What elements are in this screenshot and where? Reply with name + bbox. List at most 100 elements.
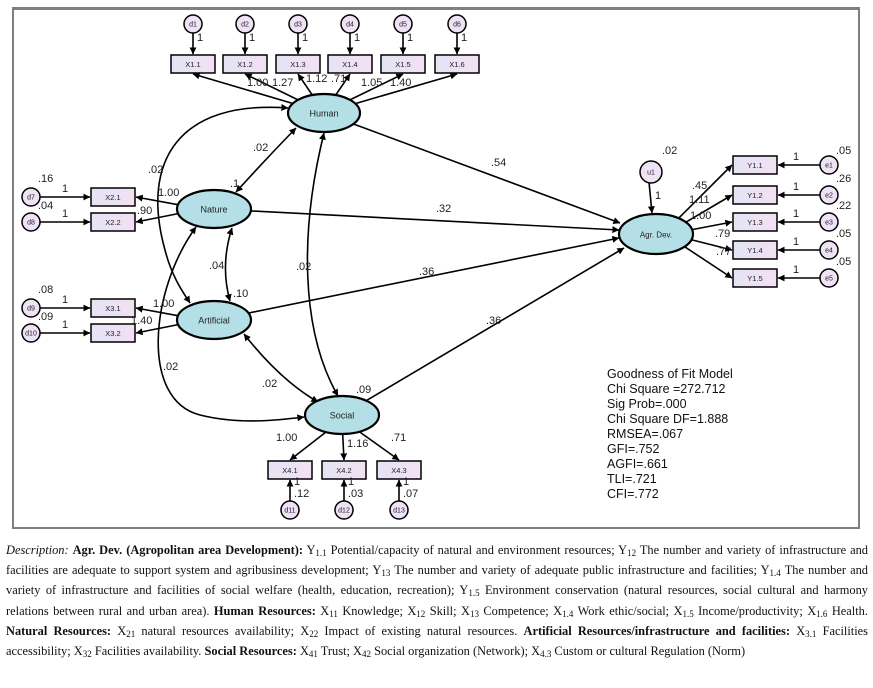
error-e3 — [819, 212, 839, 232]
loading-label-social-2: 1.16 — [347, 438, 368, 450]
variance-u1: .02 — [662, 145, 677, 157]
loading-path-agr-2 — [685, 194, 733, 223]
edges-layer — [40, 33, 820, 501]
latent-nature — [175, 188, 253, 230]
error-path-u1 — [647, 181, 655, 214]
indicator-X4-2 — [321, 460, 367, 480]
error-weight-d5: 1 — [407, 32, 413, 44]
description-lead: Description: — [6, 543, 69, 557]
error-d3-label: d3 — [294, 22, 302, 29]
indicator-Y1-4 — [732, 240, 778, 260]
indicator-Y1-3-label: Y1.3 — [747, 218, 762, 227]
latent-human — [286, 92, 362, 134]
error-d4 — [340, 14, 360, 34]
error-weight-e2: 1 — [793, 181, 799, 193]
loading-path-agr-5 — [684, 246, 733, 279]
error-d10 — [21, 323, 41, 343]
variance-d11: .12 — [294, 488, 309, 500]
loading-path-artificial-1 — [135, 305, 179, 317]
fit-rmsea: RMSEA=.067 — [607, 427, 684, 441]
indicator-X1-3-label: X1.3 — [290, 60, 305, 69]
error-d11-label: d11 — [284, 508, 295, 515]
indicator-X1-1-label: X1.1 — [185, 60, 200, 69]
natural-resources-heading: Natural Resources: — [6, 623, 112, 638]
loading-path-nature-1 — [135, 194, 179, 206]
human-resources-heading: Human Resources: — [213, 603, 316, 618]
latent-artificial — [175, 299, 253, 341]
desc-x16: Health. — [827, 603, 868, 618]
error-d5-label: d5 — [399, 22, 407, 29]
loading-path-agr-1 — [678, 164, 733, 219]
variance-e2: .26 — [836, 173, 851, 185]
loading-path-social-2 — [340, 433, 348, 461]
error-weight-e5: 1 — [793, 264, 799, 276]
error-d13 — [389, 500, 409, 520]
loading-label-artificial-2: 1.40 — [131, 315, 152, 327]
indicator-Y1-4-label: Y1.4 — [747, 246, 762, 255]
path-label-social-agr: .36 — [486, 315, 501, 327]
indicator-X1-6 — [434, 54, 480, 74]
error-d10-label: d10 — [25, 331, 37, 338]
error-weight-d8: 1 — [62, 208, 68, 220]
fit-gfi: GFI=.752 — [607, 442, 660, 456]
error-d1 — [183, 14, 203, 34]
error-d13-label: d13 — [393, 508, 405, 515]
error-weight-e1: 1 — [793, 151, 799, 163]
variance-e3: .22 — [836, 200, 851, 212]
error-weight-d2: 1 — [249, 32, 255, 44]
error-d7 — [21, 187, 41, 207]
indicator-Y1-3 — [732, 212, 778, 232]
covariance-human-nature — [235, 127, 297, 193]
loading-label-agr-2: 1.11 — [689, 194, 710, 206]
latent-nature-label: Nature — [200, 205, 227, 215]
error-e3-label: e3 — [825, 220, 833, 227]
loading-label-social-3: .71 — [391, 432, 406, 444]
loading-label-nature-1: 1.00 — [158, 187, 179, 199]
indicator-Y1-5-label: Y1.5 — [747, 274, 762, 283]
loading-path-human-4 — [335, 73, 351, 96]
indicator-X4-2-label: X4.2 — [336, 466, 351, 475]
error-weight-d4: 1 — [354, 32, 360, 44]
loading-label-agr-3: 1.00 — [690, 210, 711, 222]
error-e4 — [819, 240, 839, 260]
latent-social — [303, 394, 381, 436]
error-e2-label: e2 — [825, 193, 833, 200]
indicator-Y1-2-label: Y1.2 — [747, 191, 762, 200]
social-resources-heading: Social Resources: — [204, 644, 297, 659]
covariance-label-nature-artificial: .04 — [209, 260, 224, 272]
variance-artificial: .10 — [233, 288, 248, 300]
desc-x42: Social organization (Network); — [371, 644, 532, 659]
fit-tli: TLI=.721 — [607, 472, 657, 486]
loading-label-artificial-1: 1.00 — [153, 298, 174, 310]
desc-y15: Environment conservation (natural resour… — [6, 583, 868, 618]
loading-label-agr-1: .45 — [692, 180, 707, 192]
fit-agfi: AGFI=.661 — [607, 457, 668, 471]
loading-label-nature-2: .90 — [137, 205, 152, 217]
indicator-Y1-1 — [732, 155, 778, 175]
error-d7-label: d7 — [27, 195, 35, 202]
loading-path-human-2 — [244, 73, 299, 101]
loading-path-social-1 — [289, 431, 327, 461]
covariance-nature-social — [157, 226, 305, 422]
latent-agr-label: Agr. Dev. — [640, 231, 672, 240]
variance-e4: .05 — [836, 228, 851, 240]
loading-path-human-5 — [349, 73, 404, 101]
variance-d7: .16 — [38, 173, 53, 185]
error-d5 — [393, 14, 413, 34]
loading-label-human-4: .71 — [331, 73, 346, 85]
latent-agr — [617, 212, 695, 256]
desc-y14: The number and variety of infrastructure… — [6, 563, 868, 598]
desc-y12: The number and variety of infrastructure… — [6, 543, 868, 578]
error-weight-d6: 1 — [461, 32, 467, 44]
loading-path-human-3 — [297, 73, 313, 96]
error-weight-d7: 1 — [62, 183, 68, 195]
indicator-X1-6-label: X1.6 — [449, 60, 464, 69]
covariance-human-social — [306, 132, 339, 397]
error-e5 — [819, 268, 839, 288]
loading-path-artificial-2 — [135, 323, 179, 336]
loading-label-human-6: 1.40 — [390, 77, 411, 89]
error-d8-label: d8 — [27, 220, 35, 227]
variance-d9: .08 — [38, 284, 53, 296]
error-d6 — [447, 14, 467, 34]
